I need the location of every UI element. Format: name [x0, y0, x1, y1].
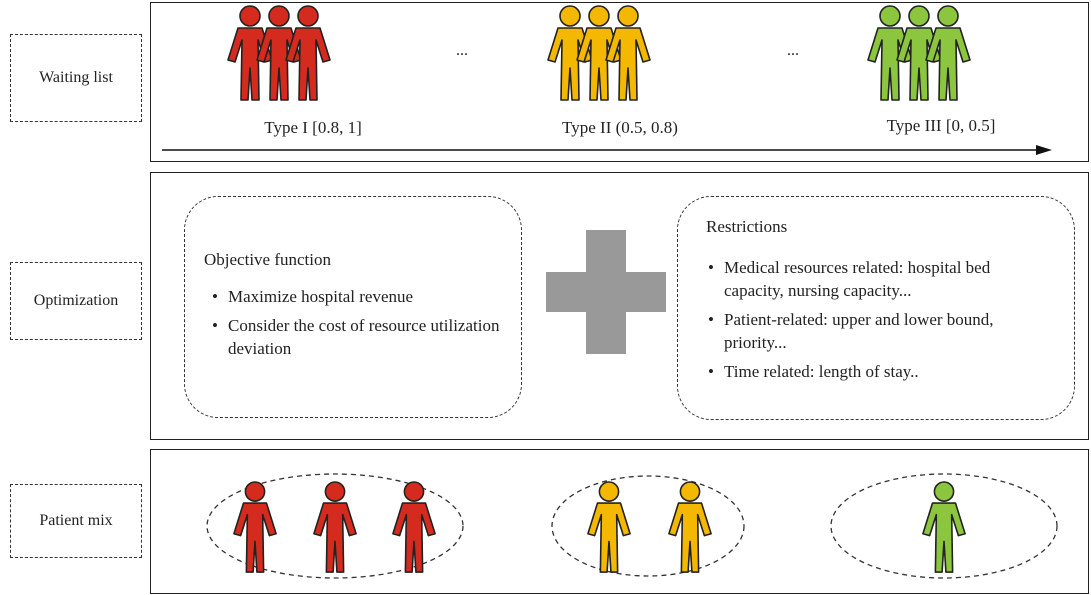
restrictions-list: Medical resources related: hospital bed … — [706, 256, 1046, 389]
arrow-head-icon — [1036, 145, 1052, 155]
restrictions-item: Time related: length of stay.. — [706, 360, 1046, 383]
objective-box — [184, 196, 522, 418]
patient-icon — [587, 481, 631, 573]
objective-item: Consider the cost of resource utilizatio… — [210, 314, 510, 360]
patient-mix-group — [206, 473, 464, 579]
type-label-2: Type II (0.5, 0.8) — [562, 118, 678, 137]
restrictions-box — [677, 196, 1075, 420]
patient-mix-group — [551, 475, 745, 577]
patient-icon — [313, 481, 357, 573]
plus-icon — [546, 230, 666, 354]
patient-icon — [605, 5, 651, 101]
restrictions-title: Restrictions — [706, 217, 788, 236]
type-label-1: Type I [0.8, 1] — [264, 118, 362, 137]
row-label-waiting-list: Waiting list — [10, 34, 142, 122]
restrictions-item: Patient-related: upper and lower bound, … — [706, 308, 1046, 354]
patient-icon — [233, 481, 277, 573]
patient-icon — [922, 481, 966, 573]
row-label-patient-mix: Patient mix — [10, 484, 142, 558]
separator-1: ... — [456, 42, 468, 59]
row-label-optimization-text: Optimization — [33, 292, 119, 309]
patient-mix-group — [830, 473, 1058, 579]
objective-list: Maximize hospital revenue Consider the c… — [210, 285, 510, 366]
patient-icon — [285, 5, 331, 101]
type-label-3: Type III [0, 0.5] — [886, 116, 996, 135]
restrictions-item: Medical resources related: hospital bed … — [706, 256, 1046, 302]
patient-icon — [925, 5, 971, 101]
row-label-waiting-list-text: Waiting list — [39, 69, 113, 86]
objective-item: Maximize hospital revenue — [210, 285, 510, 308]
row-label-optimization: Optimization — [10, 262, 142, 340]
row-label-patient-mix-text: Patient mix — [39, 512, 113, 529]
patient-icon — [392, 481, 436, 573]
patient-icon — [668, 481, 712, 573]
objective-title: Objective function — [204, 250, 331, 269]
separator-2: ... — [787, 42, 799, 59]
